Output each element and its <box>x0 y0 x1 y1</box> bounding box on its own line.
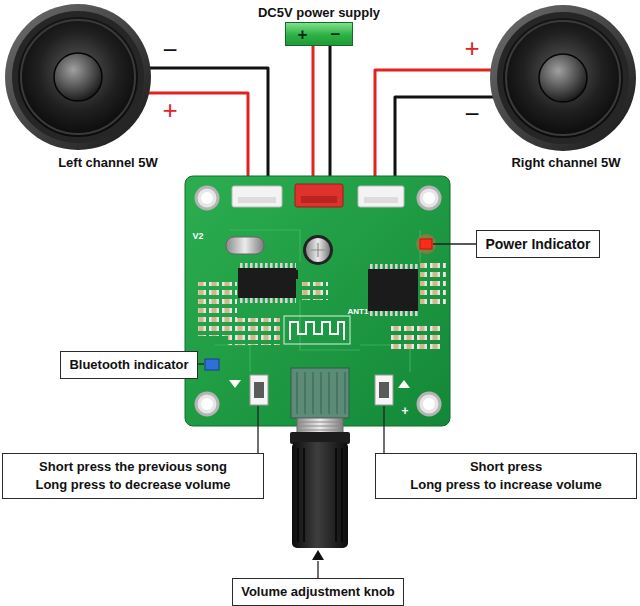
polarity-sign: + <box>162 96 177 125</box>
silkscreen-text: V2 <box>192 232 203 242</box>
callout-box: Short press the previous songLong press … <box>2 453 264 499</box>
silkscreen-text: + <box>401 405 408 418</box>
callout-box: Power Indicator <box>476 230 600 258</box>
callout-box: Bluetooth indicator <box>60 351 198 379</box>
callout-text: Volume adjustment knob <box>241 583 395 601</box>
callout-box: Short pressLong press to increase volume <box>375 453 637 499</box>
polarity-sign: + <box>464 34 479 63</box>
callout-text: Long press to increase volume <box>410 476 601 494</box>
callout-text: Short press the previous song <box>39 458 227 476</box>
speaker-label: Right channel 5W <box>511 156 620 170</box>
polarity-sign: + <box>298 25 308 44</box>
callout-text: Short press <box>470 458 542 476</box>
power-supply-box: DC5V power supply+− <box>285 22 353 46</box>
callout-text: Bluetooth indicator <box>69 356 188 374</box>
callout-text: Long press to decrease volume <box>35 476 230 494</box>
polarity-sign: − <box>331 25 341 44</box>
silkscreen-text: ANT1 <box>348 308 369 317</box>
callout-text: Power Indicator <box>485 235 590 253</box>
supply-heading: DC5V power supply <box>258 5 380 20</box>
callout-box: Volume adjustment knob <box>232 578 404 606</box>
polarity-sign: − <box>162 36 177 65</box>
speaker-label: Left channel 5W <box>58 156 158 170</box>
polarity-sign: − <box>464 100 479 129</box>
